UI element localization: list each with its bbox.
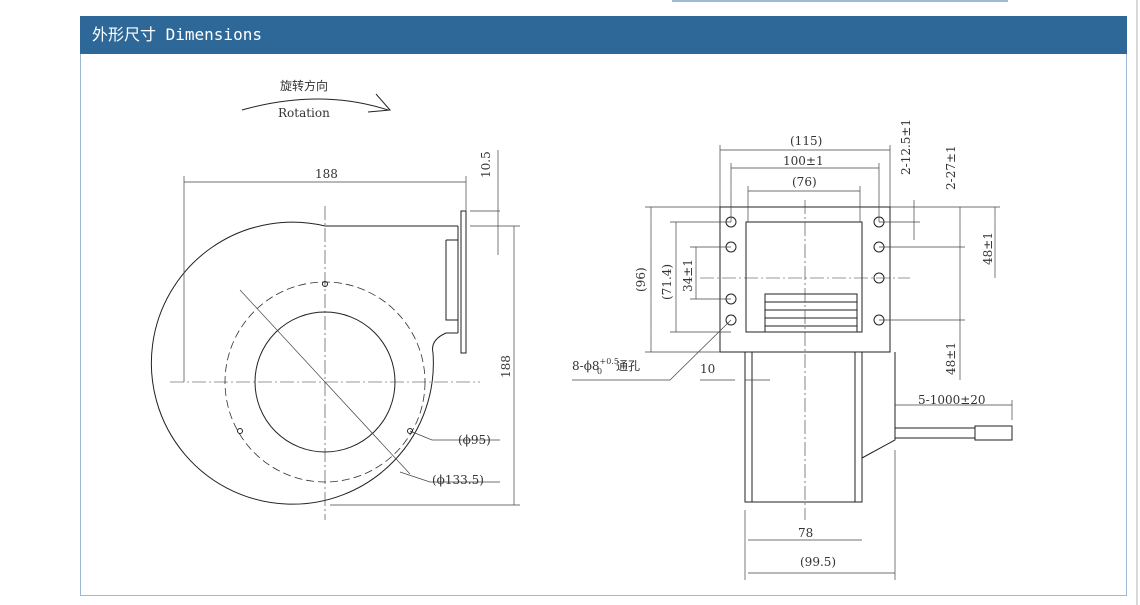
rotation-label-cn: 旋转方向 bbox=[280, 78, 328, 93]
section-header: 外形尺寸 Dimensions bbox=[80, 16, 1127, 54]
dim-inner-width: (76) bbox=[792, 175, 817, 189]
dim-inner-dia: (ϕ95) bbox=[458, 433, 491, 447]
front-view: (115) 100±1 (76) (96) (71.4) 34±1 2-12.5… bbox=[572, 119, 1013, 580]
dim-48-lower: 48±1 bbox=[944, 342, 958, 375]
dim-width: 188 bbox=[315, 167, 338, 181]
dim-34: 34±1 bbox=[681, 259, 695, 292]
dim-pitch-a: 2-12.5±1 bbox=[899, 119, 913, 175]
rotation-arrow-icon bbox=[241, 93, 392, 113]
top-divider bbox=[672, 0, 1008, 2]
dimensions-panel bbox=[80, 54, 1127, 596]
dim-flange: 10.5 bbox=[479, 151, 493, 178]
side-view: 188 10.5 188 (ϕ95) (ϕ133.5) bbox=[150, 150, 520, 520]
dim-48-upper: 48±1 bbox=[981, 232, 995, 265]
dim-height: 188 bbox=[499, 355, 513, 378]
dim-hole-span: 100±1 bbox=[783, 154, 824, 168]
dim-cable: 5-1000±20 bbox=[918, 393, 986, 407]
dim-pitch-b: 2-27±1 bbox=[944, 145, 958, 190]
rotation-label-en: Rotation bbox=[278, 106, 330, 120]
dim-outer-dia: (ϕ133.5) bbox=[432, 473, 484, 487]
dim-depth: (99.5) bbox=[800, 555, 836, 569]
dim-overall-width: (115) bbox=[790, 134, 822, 148]
dim-body: 78 bbox=[798, 526, 813, 540]
dim-96: (96) bbox=[634, 267, 648, 292]
scrollbar-edge bbox=[1136, 0, 1138, 605]
dim-offset: 10 bbox=[700, 362, 715, 376]
dim-71: (71.4) bbox=[660, 264, 674, 300]
